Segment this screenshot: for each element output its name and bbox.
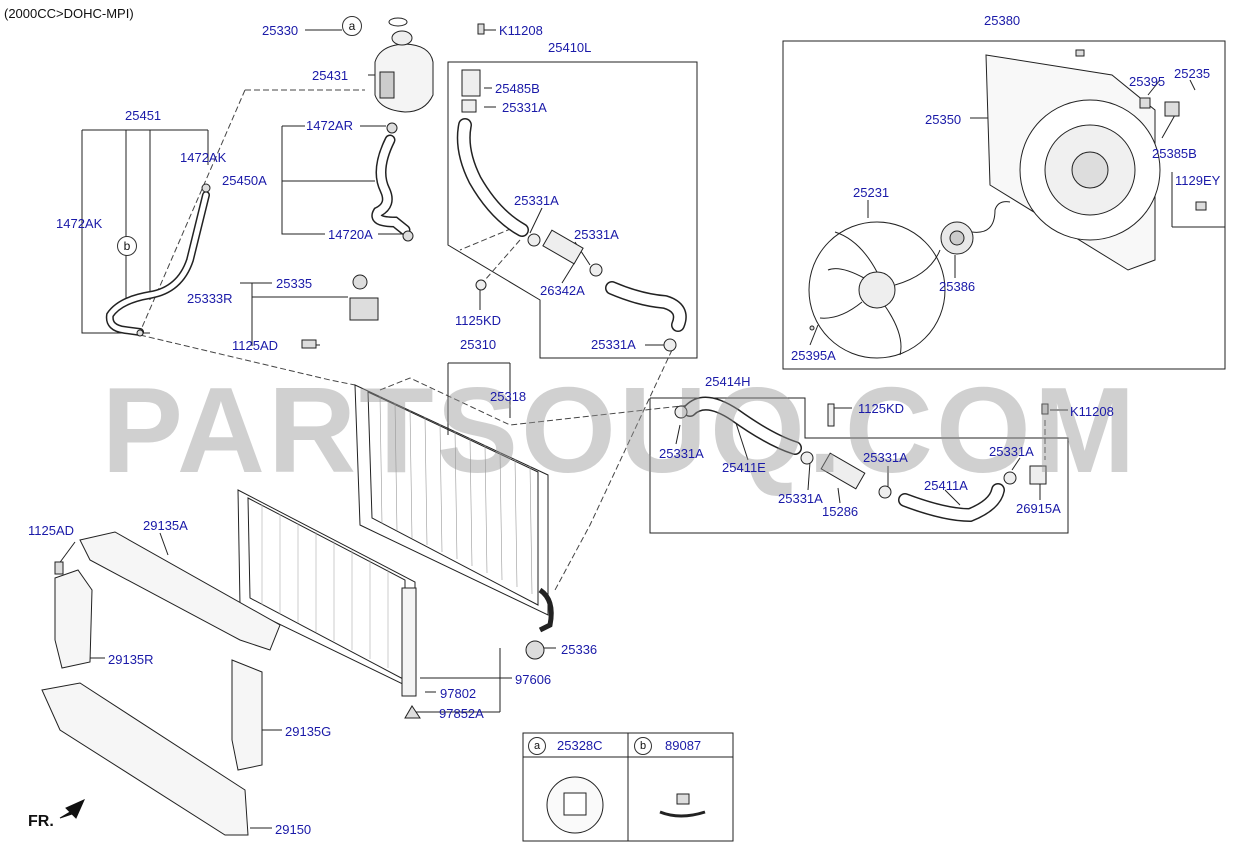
radiator-core bbox=[354, 384, 554, 633]
legend-part-89087[interactable]: 89087 bbox=[665, 738, 702, 753]
callout-25331A-2[interactable]: 25331A bbox=[514, 193, 559, 208]
legend-letter-a: a bbox=[528, 737, 546, 755]
callout-25331A-1[interactable]: 25331A bbox=[502, 100, 547, 115]
callout-97802[interactable]: 97802 bbox=[440, 686, 477, 701]
callout-K11208-lower[interactable]: K11208 bbox=[1070, 404, 1114, 419]
callout-25335[interactable]: 25335 bbox=[276, 276, 313, 291]
marker-a: a bbox=[342, 16, 362, 36]
callout-25331A-6[interactable]: 25331A bbox=[778, 491, 823, 506]
front-direction-label: FR. bbox=[28, 813, 54, 830]
legend-letter-b: b bbox=[634, 737, 652, 755]
air-guard-29135G bbox=[231, 659, 263, 771]
callout-25330[interactable]: 25330 bbox=[262, 23, 299, 38]
callout-K11208-upper[interactable]: K11208 bbox=[499, 23, 543, 38]
callout-25380[interactable]: 25380 bbox=[984, 13, 1021, 28]
callout-1472AK-left[interactable]: 1472AK bbox=[56, 216, 103, 231]
marker-b: b bbox=[117, 236, 137, 256]
callout-25350[interactable]: 25350 bbox=[925, 112, 962, 127]
condenser bbox=[237, 489, 417, 697]
callout-1472AR[interactable]: 1472AR bbox=[306, 118, 353, 133]
callout-97606[interactable]: 97606 bbox=[515, 672, 552, 687]
callout-29150[interactable]: 29150 bbox=[275, 822, 312, 837]
bracket-25333R bbox=[240, 282, 253, 346]
fan-motor bbox=[940, 201, 1011, 255]
callout-25450A[interactable]: 25450A bbox=[222, 173, 267, 188]
air-guard-29135A bbox=[79, 531, 281, 651]
fr-arrow-icon bbox=[59, 799, 85, 819]
callout-25485B[interactable]: 25485B bbox=[495, 81, 540, 96]
fan-shroud bbox=[985, 54, 1161, 271]
callout-25235[interactable]: 25235 bbox=[1174, 66, 1211, 81]
callout-25331A-5[interactable]: 25331A bbox=[659, 446, 704, 461]
legend-part-25328C[interactable]: 25328C bbox=[557, 738, 603, 753]
callout-29135R[interactable]: 29135R bbox=[108, 652, 154, 667]
callout-25331A-7[interactable]: 25331A bbox=[863, 450, 908, 465]
callout-25431[interactable]: 25431 bbox=[312, 68, 349, 83]
callout-25395A[interactable]: 25395A bbox=[791, 348, 836, 363]
lower-guard-29150 bbox=[41, 682, 249, 836]
bracket-25451 bbox=[81, 130, 150, 334]
hose-25451 bbox=[105, 191, 210, 336]
callout-26342A[interactable]: 26342A bbox=[540, 283, 585, 298]
callout-29135G[interactable]: 29135G bbox=[285, 724, 332, 739]
reservoir-tank bbox=[374, 17, 434, 113]
callout-25331A-3[interactable]: 25331A bbox=[574, 227, 619, 242]
callout-1125AD-lower[interactable]: 1125AD bbox=[28, 523, 75, 538]
callout-25331A-4[interactable]: 25331A bbox=[591, 337, 636, 352]
callout-14720A[interactable]: 14720A bbox=[328, 227, 373, 242]
callout-25310[interactable]: 25310 bbox=[460, 337, 497, 352]
callout-25386[interactable]: 25386 bbox=[939, 279, 976, 294]
legend-table bbox=[522, 732, 734, 842]
callout-25336[interactable]: 25336 bbox=[561, 642, 598, 657]
callout-26915A[interactable]: 26915A bbox=[1016, 501, 1061, 516]
callout-25411A[interactable]: 25411A bbox=[924, 478, 968, 493]
cooling-fan bbox=[808, 221, 946, 359]
callout-1125KD-lower[interactable]: 1125KD bbox=[858, 401, 905, 416]
callout-1125AD-upper[interactable]: 1125AD bbox=[232, 338, 279, 353]
callout-1472AK-upper[interactable]: 1472AK bbox=[180, 150, 227, 165]
air-guard-29135R bbox=[54, 569, 93, 669]
callout-29135A[interactable]: 29135A bbox=[143, 518, 188, 533]
callout-25331A-8[interactable]: 25331A bbox=[989, 444, 1034, 459]
lower-hose-group-box bbox=[649, 397, 1069, 534]
callout-1125KD-upper[interactable]: 1125KD bbox=[455, 313, 502, 328]
bracket-25450A bbox=[281, 180, 325, 235]
engine-label: (2000CC>DOHC-MPI) bbox=[4, 6, 134, 21]
callout-25318[interactable]: 25318 bbox=[490, 389, 527, 404]
callout-1129EY[interactable]: 1129EY bbox=[1175, 173, 1221, 188]
callout-25333R[interactable]: 25333R bbox=[187, 291, 233, 306]
callout-25410L[interactable]: 25410L bbox=[548, 40, 592, 55]
fan-assembly-box bbox=[782, 40, 1226, 370]
callout-25395[interactable]: 25395 bbox=[1129, 74, 1166, 89]
callout-25451[interactable]: 25451 bbox=[125, 108, 162, 123]
callout-25231[interactable]: 25231 bbox=[853, 185, 890, 200]
upper-hose-group-box bbox=[447, 61, 698, 359]
callout-97852A[interactable]: 97852A bbox=[439, 706, 484, 721]
callout-25411E[interactable]: 25411E bbox=[722, 460, 766, 475]
callout-15286[interactable]: 15286 bbox=[822, 504, 859, 519]
callout-25414H[interactable]: 25414H bbox=[705, 374, 751, 389]
callout-25385B[interactable]: 25385B bbox=[1152, 146, 1197, 161]
